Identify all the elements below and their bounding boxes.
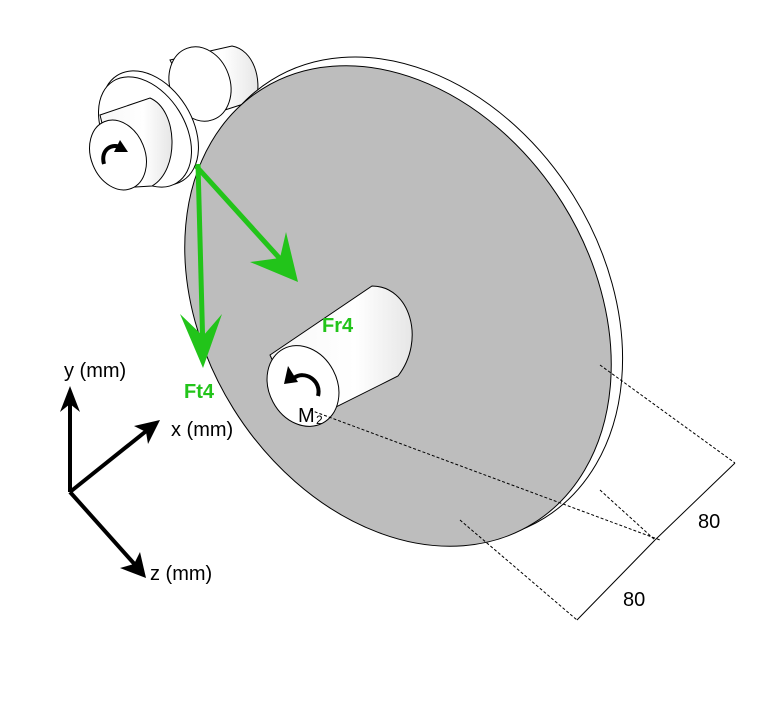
dimension-label-80-bottom: 80 [623,589,645,611]
z-axis-label: z (mm) [150,563,212,585]
ft4-arrow [195,163,206,353]
y-axis-label: y (mm) [64,360,126,382]
fr4-arrow [194,164,294,274]
hub-rotation-icon [284,366,321,397]
z-axis-arrow [68,490,140,570]
gear-hub [266,285,413,427]
fr4-label: Fr4 [322,315,354,337]
dimension-solid-lines [576,462,736,621]
x-axis-label: x (mm) [171,419,233,441]
dimension-lines [309,364,736,621]
m2-subscript: 2 [316,413,323,427]
m2-label: M [298,405,315,427]
forces [180,163,298,368]
x-axis-arrow [68,426,152,494]
dimension-label-80-right: 80 [698,511,720,533]
pinion-rotation-icon [101,140,128,165]
coordinate-axes [68,395,152,570]
pinion-assembly [89,45,259,191]
ft4-label: Ft4 [184,381,215,403]
